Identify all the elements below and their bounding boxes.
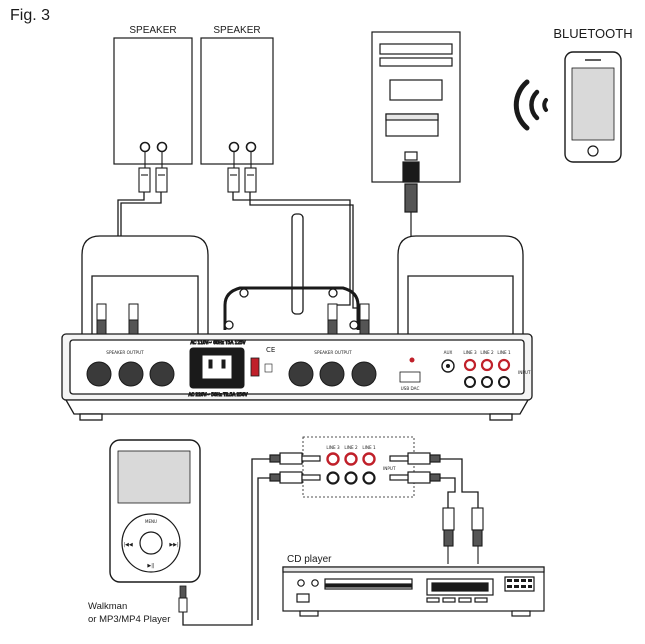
speaker-left-plugs	[138, 152, 168, 193]
recycle-bin-icon	[264, 363, 273, 373]
cd-rca-plugs	[442, 507, 484, 564]
cd-player-label: CD player	[287, 554, 332, 565]
speaker-output-left-label: SPEAKER OUTPUT	[106, 350, 144, 355]
cable-lines	[182, 458, 479, 626]
voltage-bottom-label: AC 220V~ 50Hz T2.5A 250V	[188, 392, 247, 397]
voltage-switch: CE	[250, 346, 275, 377]
figure-label: Fig. 3	[10, 7, 50, 24]
zoom-input-label: INPUT	[383, 466, 396, 471]
speaker-right-plugs	[227, 152, 257, 193]
speaker-output-left: SPEAKER OUTPUT	[86, 350, 175, 387]
walkman-label-line2: or MP3/MP4 Player	[88, 614, 170, 625]
line-input-zoom: LINE 3 LINE 2 LINE 1 INPUT	[302, 436, 415, 498]
next-icon: ▶▶|	[169, 542, 179, 548]
zoom-line2-label: LINE 2	[344, 445, 358, 450]
speaker-left: SPEAKER	[113, 25, 193, 165]
bluetooth-waves-icon	[513, 79, 548, 131]
usb-label: USB DAC	[401, 386, 420, 391]
usb-port	[399, 371, 421, 383]
speaker-left-label: SPEAKER	[129, 25, 176, 36]
amp-line3-label: LINE 3	[463, 350, 477, 355]
speaker-right: SPEAKER	[200, 25, 274, 165]
amp-speaker-plugs	[96, 303, 370, 335]
input-panel: USB DAC AUX	[399, 350, 455, 391]
walkman-label-line1: Walkman	[88, 601, 127, 612]
cd-player	[282, 566, 545, 617]
zoom-line1-label: LINE 1	[362, 445, 376, 450]
prev-icon: |◀◀	[123, 542, 133, 548]
speaker-left-terminal-black-icon	[156, 141, 168, 153]
walkman-player: MENU |◀◀ ▶▶| ▶||	[109, 439, 201, 613]
menu-label: MENU	[145, 519, 157, 524]
bluetooth-label: BLUETOOTH	[553, 26, 632, 41]
speaker-left-terminal-red-icon	[139, 141, 151, 153]
voltage-top-label: AC 110V~ 60Hz T5A 125V	[190, 340, 245, 345]
speaker-output-right-label: SPEAKER OUTPUT	[314, 350, 352, 355]
cd-power-icon	[297, 579, 305, 587]
speaker-right-label: SPEAKER	[213, 25, 260, 36]
zoom-line3-label: LINE 3	[326, 445, 340, 450]
play-pause-icon: ▶||	[147, 563, 155, 569]
phone-home-button-icon	[587, 145, 599, 157]
amp-line1-label: LINE 1	[497, 350, 511, 355]
power-inlet: AC 110V~ 60Hz T5A 125V AC 220V~ 50Hz T2.…	[188, 340, 248, 398]
aux-label: AUX	[444, 350, 453, 355]
speaker-right-terminal-red-icon	[228, 141, 240, 153]
ce-mark-icon: CE	[266, 346, 275, 354]
speaker-output-right: SPEAKER OUTPUT	[288, 350, 377, 387]
amp-line2-label: LINE 2	[480, 350, 494, 355]
amp-input-label: INPUT	[518, 370, 531, 375]
center-button	[139, 531, 163, 555]
amp-line-inputs: LINE 3 LINE 2 LINE 1 INPUT	[463, 350, 531, 388]
bluetooth-phone: BLUETOOTH	[553, 26, 633, 163]
speaker-right-terminal-black-icon	[245, 141, 257, 153]
